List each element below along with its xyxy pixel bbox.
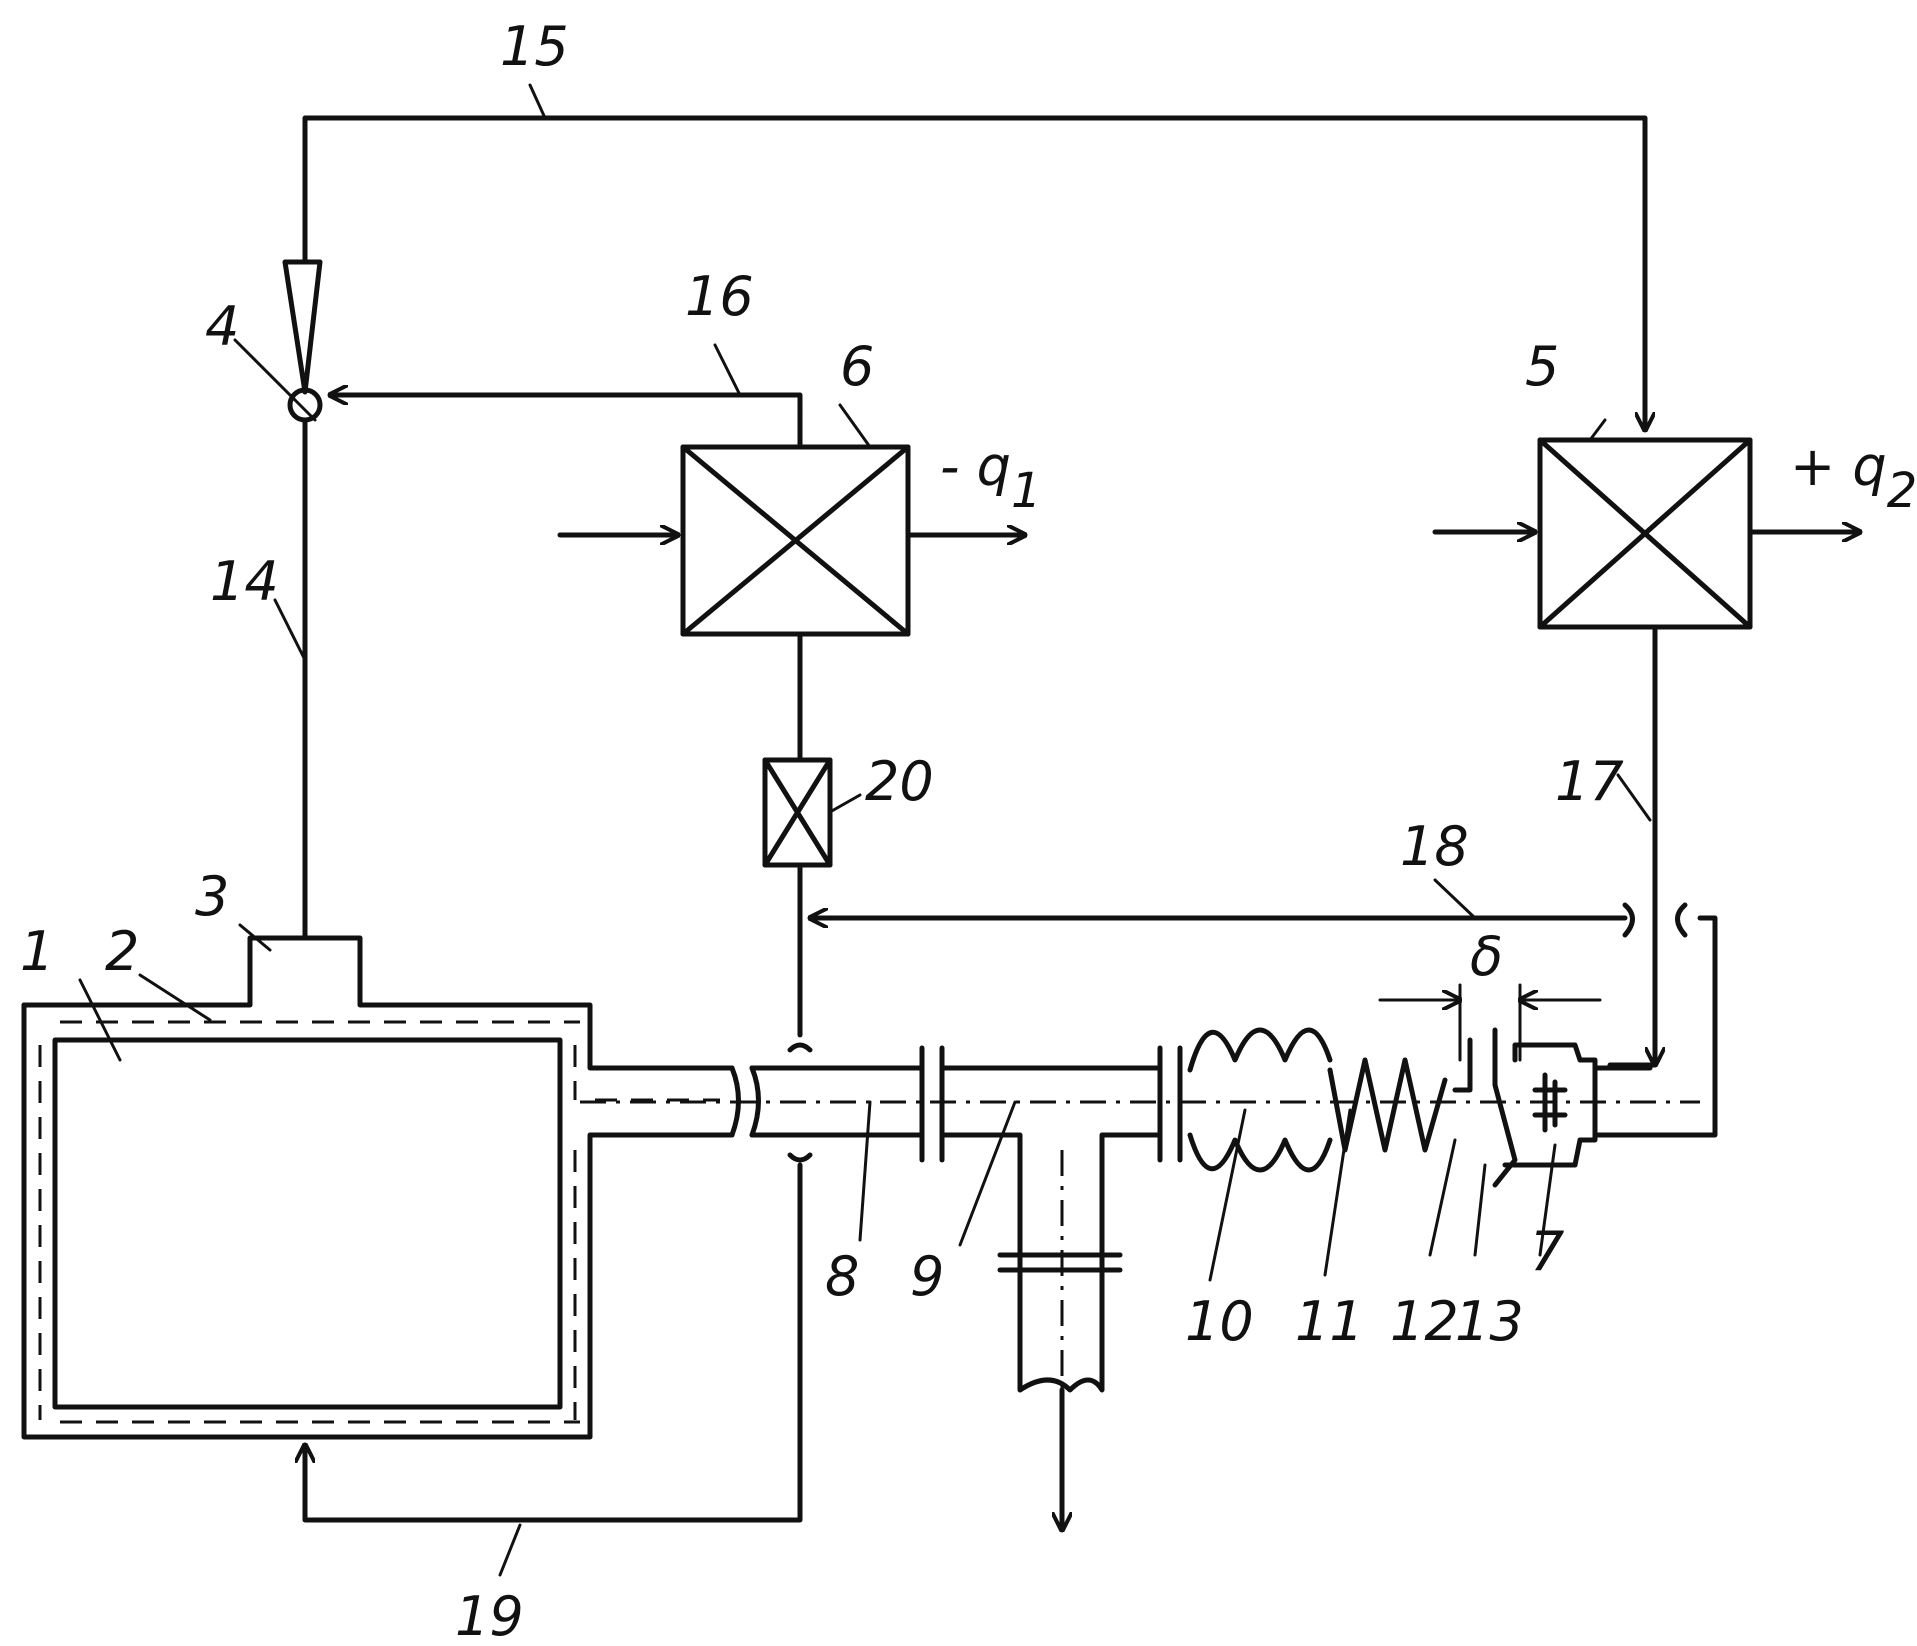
label-14: 14 <box>210 550 279 613</box>
label-16: 16 <box>685 265 754 328</box>
label-10: 10 <box>1185 1290 1254 1353</box>
label-20: 20 <box>865 750 934 813</box>
label-q2: + q2 <box>1790 435 1917 519</box>
label-2: 2 <box>105 920 139 983</box>
label-15: 15 <box>500 15 569 78</box>
label-4: 4 <box>205 295 239 358</box>
label-19: 19 <box>455 1585 524 1646</box>
label-3: 3 <box>195 865 229 928</box>
label-1: 1 <box>20 920 54 983</box>
pipe-assembly <box>580 1048 1700 1530</box>
label-17: 17 <box>1555 750 1624 813</box>
throttle-20 <box>765 760 860 1035</box>
label-11: 11 <box>1295 1290 1364 1353</box>
label-q1: - q1 <box>940 435 1041 519</box>
label-7: 7 <box>1530 1220 1564 1283</box>
label-8: 8 <box>825 1245 859 1308</box>
label-5: 5 <box>1525 335 1559 398</box>
label-13: 13 <box>1455 1290 1524 1353</box>
label-6: 6 <box>840 335 874 398</box>
return-lines <box>305 905 1685 1520</box>
label-18: 18 <box>1400 815 1469 878</box>
label-12: 12 <box>1390 1290 1459 1353</box>
label-delta: δ <box>1470 925 1503 988</box>
label-9: 9 <box>910 1245 944 1308</box>
tank-vessel <box>24 938 732 1437</box>
